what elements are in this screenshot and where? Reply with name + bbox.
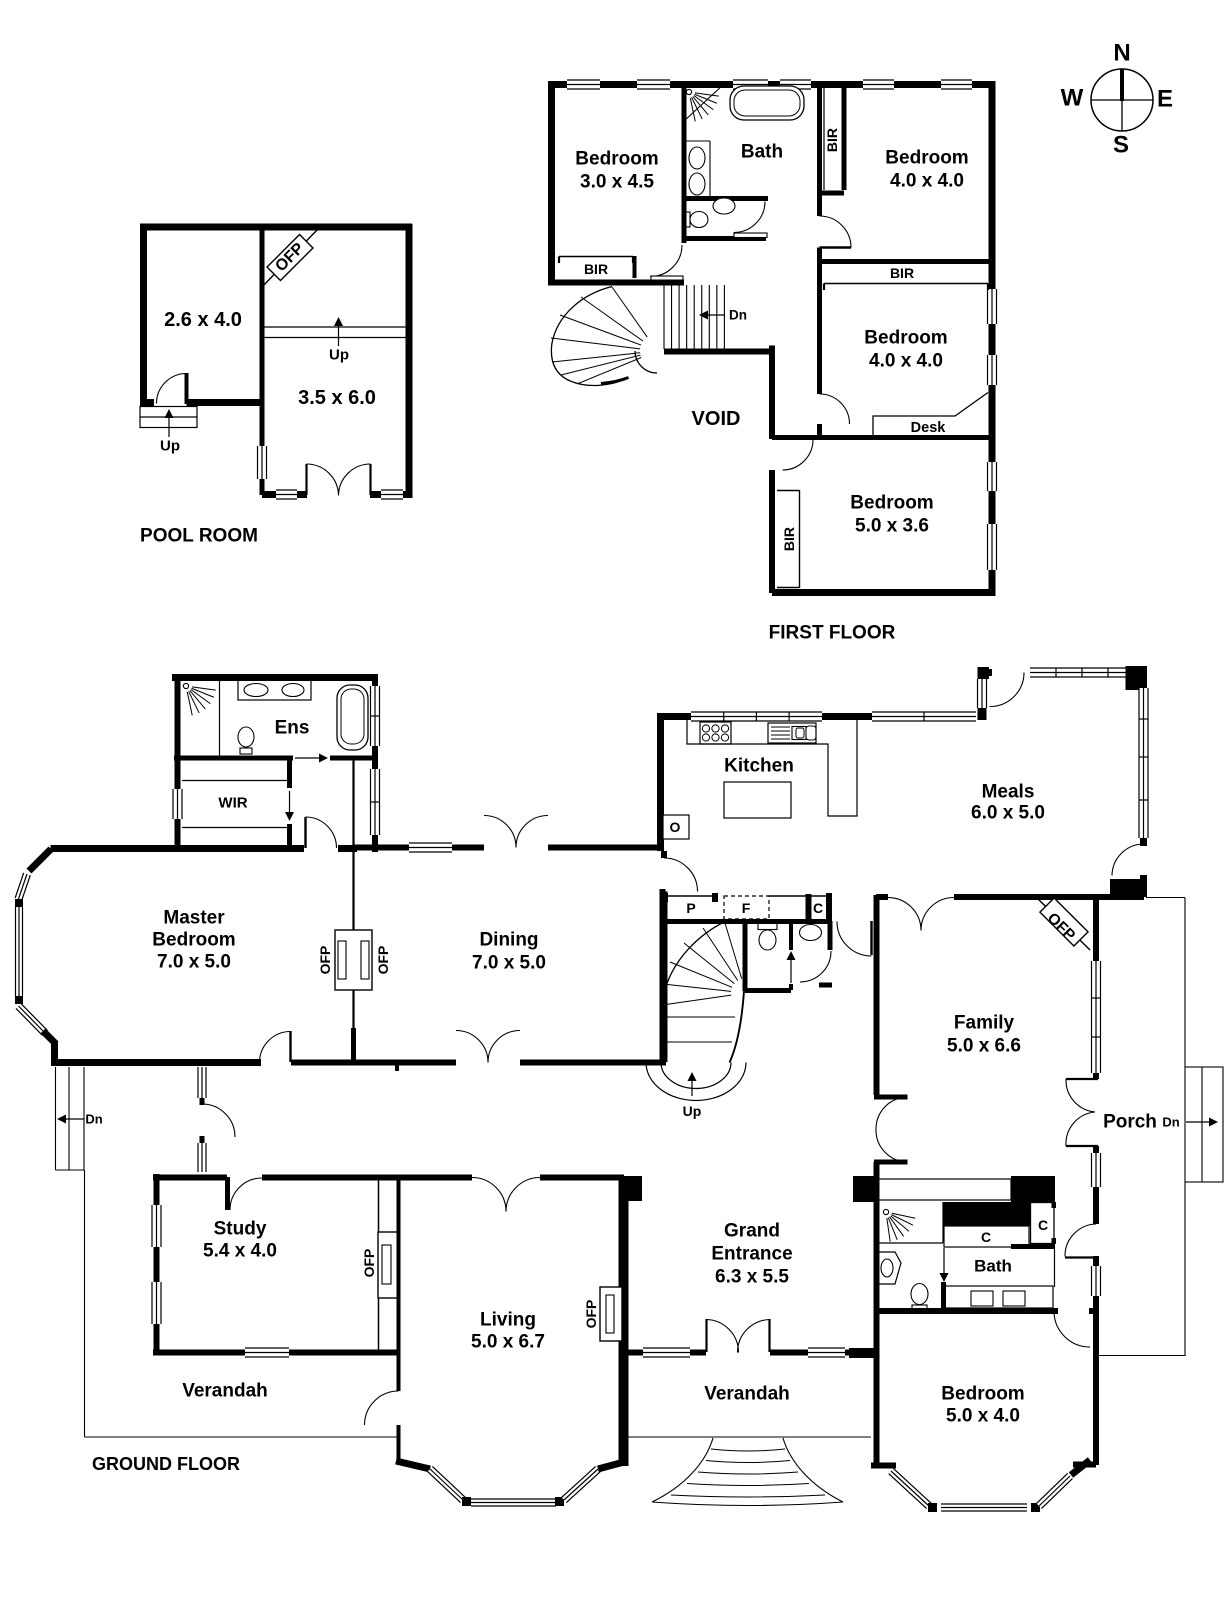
svg-text:Bedroom: Bedroom bbox=[864, 328, 947, 349]
svg-text:7.0 x 5.0: 7.0 x 5.0 bbox=[472, 953, 546, 974]
svg-text:Desk: Desk bbox=[911, 420, 947, 436]
svg-text:Grand: Grand bbox=[724, 1221, 780, 1242]
svg-text:OFP: OFP bbox=[361, 1249, 377, 1278]
svg-text:Family: Family bbox=[954, 1013, 1015, 1034]
svg-text:Verandah: Verandah bbox=[182, 1381, 268, 1402]
svg-text:S: S bbox=[1113, 132, 1129, 159]
svg-text:Porch: Porch bbox=[1103, 1112, 1157, 1133]
svg-text:Dn: Dn bbox=[85, 1112, 102, 1127]
svg-text:Meals: Meals bbox=[982, 782, 1035, 803]
svg-text:Dining: Dining bbox=[479, 930, 538, 951]
svg-text:WIR: WIR bbox=[218, 795, 247, 812]
svg-text:Up: Up bbox=[160, 438, 180, 455]
svg-text:5.0 x 6.6: 5.0 x 6.6 bbox=[947, 1036, 1021, 1057]
svg-text:OFP: OFP bbox=[375, 946, 391, 975]
svg-text:P: P bbox=[686, 900, 695, 916]
svg-text:Master: Master bbox=[163, 908, 225, 929]
svg-text:Bedroom: Bedroom bbox=[575, 149, 658, 170]
svg-text:Living: Living bbox=[480, 1310, 536, 1331]
svg-text:7.0 x 5.0: 7.0 x 5.0 bbox=[157, 952, 231, 973]
svg-text:Up: Up bbox=[683, 1103, 702, 1119]
svg-text:6.0 x 5.0: 6.0 x 5.0 bbox=[971, 803, 1045, 824]
svg-text:BIR: BIR bbox=[781, 527, 797, 551]
svg-text:Bath: Bath bbox=[974, 1257, 1012, 1276]
svg-text:Dn: Dn bbox=[729, 308, 747, 323]
svg-text:Ens: Ens bbox=[275, 718, 310, 739]
svg-text:Entrance: Entrance bbox=[711, 1244, 792, 1265]
svg-text:OFP: OFP bbox=[317, 946, 333, 975]
svg-text:Verandah: Verandah bbox=[704, 1384, 790, 1405]
svg-text:POOL ROOM: POOL ROOM bbox=[140, 526, 258, 547]
svg-text:5.0 x 3.6: 5.0 x 3.6 bbox=[855, 516, 929, 537]
svg-text:Bedroom: Bedroom bbox=[850, 493, 933, 514]
svg-text:Bedroom: Bedroom bbox=[941, 1384, 1024, 1405]
svg-text:5.0 x 6.7: 5.0 x 6.7 bbox=[471, 1332, 545, 1353]
svg-text:C: C bbox=[1038, 1217, 1048, 1233]
svg-text:Dn: Dn bbox=[1162, 1115, 1179, 1130]
svg-text:N: N bbox=[1113, 40, 1130, 67]
svg-text:C: C bbox=[981, 1229, 991, 1245]
svg-text:2.6 x 4.0: 2.6 x 4.0 bbox=[164, 309, 242, 331]
svg-text:3.5 x 6.0: 3.5 x 6.0 bbox=[298, 387, 376, 409]
svg-text:4.0 x 4.0: 4.0 x 4.0 bbox=[890, 171, 964, 192]
svg-text:4.0 x 4.0: 4.0 x 4.0 bbox=[869, 351, 943, 372]
svg-text:OFP: OFP bbox=[583, 1300, 599, 1329]
svg-text:O: O bbox=[670, 819, 681, 835]
svg-text:GROUND FLOOR: GROUND FLOOR bbox=[92, 1454, 240, 1474]
svg-text:3.0 x 4.5: 3.0 x 4.5 bbox=[580, 172, 654, 193]
svg-text:C: C bbox=[813, 900, 823, 916]
svg-text:BIR: BIR bbox=[584, 261, 608, 277]
svg-text:E: E bbox=[1157, 86, 1173, 113]
svg-text:F: F bbox=[742, 900, 751, 916]
svg-text:Bath: Bath bbox=[741, 142, 783, 163]
svg-text:Study: Study bbox=[214, 1219, 267, 1240]
svg-text:5.0 x 4.0: 5.0 x 4.0 bbox=[946, 1406, 1020, 1427]
svg-text:Bedroom: Bedroom bbox=[152, 930, 235, 951]
svg-text:Kitchen: Kitchen bbox=[724, 756, 794, 777]
svg-text:BIR: BIR bbox=[824, 128, 840, 152]
svg-text:FIRST FLOOR: FIRST FLOOR bbox=[769, 623, 896, 644]
svg-text:W: W bbox=[1061, 85, 1084, 112]
svg-text:VOID: VOID bbox=[692, 408, 741, 430]
svg-text:Bedroom: Bedroom bbox=[885, 148, 968, 169]
svg-text:Up: Up bbox=[329, 347, 349, 364]
svg-text:5.4 x 4.0: 5.4 x 4.0 bbox=[203, 1241, 277, 1262]
svg-text:BIR: BIR bbox=[890, 265, 914, 281]
svg-text:6.3 x 5.5: 6.3 x 5.5 bbox=[715, 1267, 789, 1288]
